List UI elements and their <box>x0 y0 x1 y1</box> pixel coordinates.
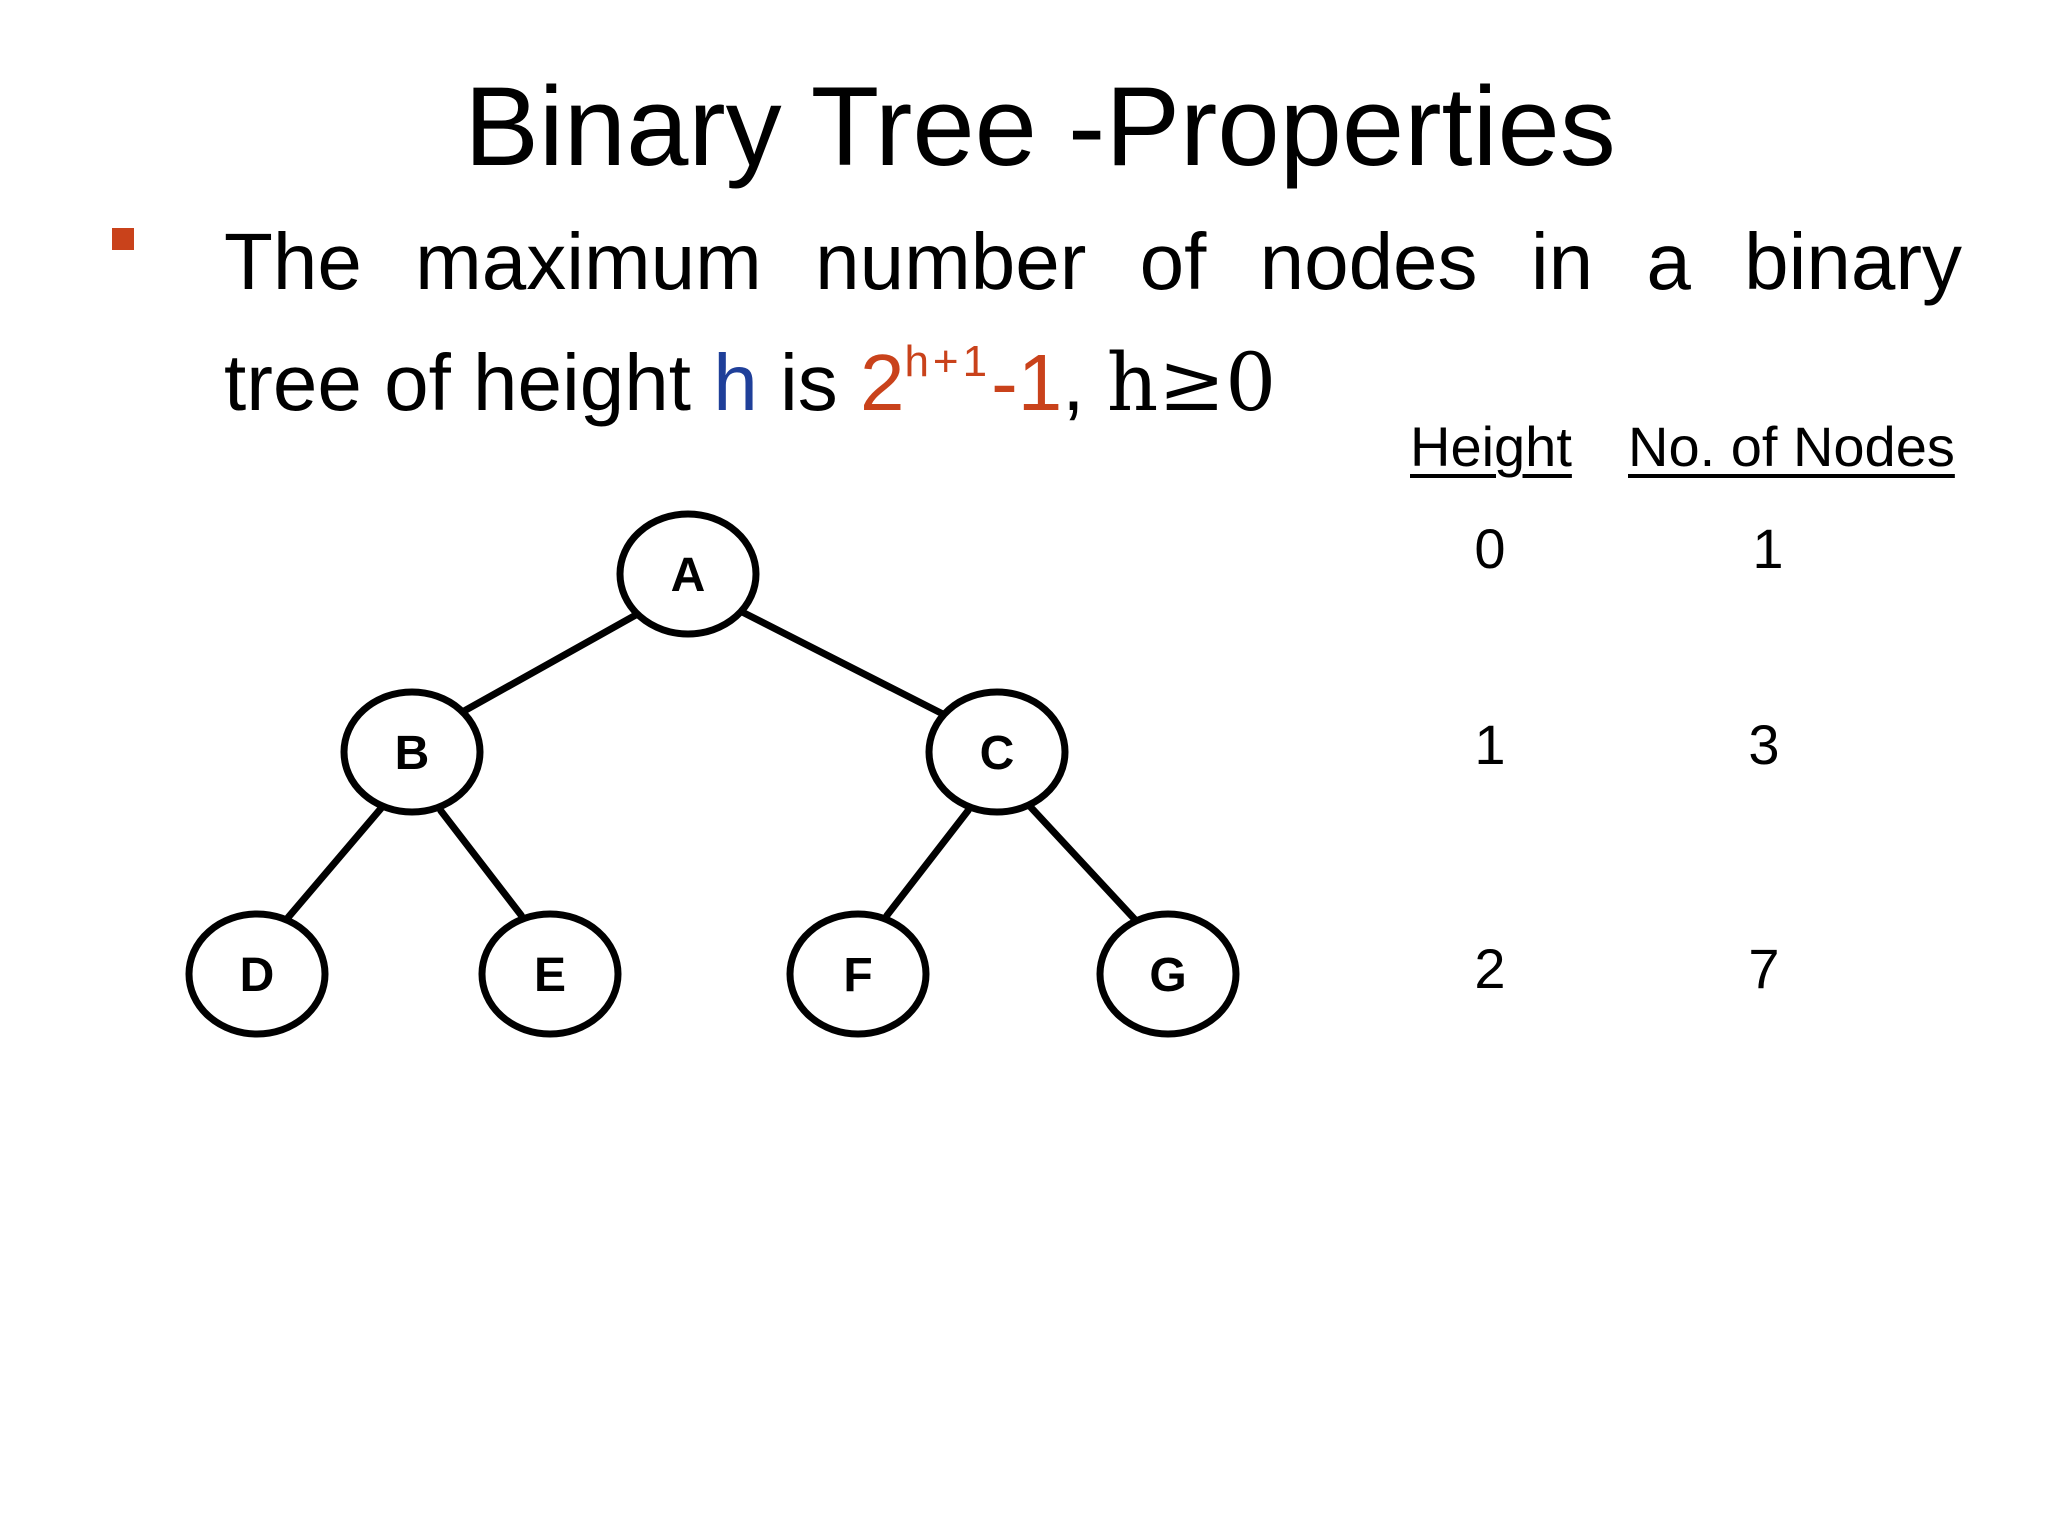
word: number <box>815 217 1087 306</box>
tree-node-A: A <box>616 510 760 638</box>
is-text: is <box>757 338 860 427</box>
bullet-text: The maximum number of nodes in a binary … <box>224 212 1962 433</box>
table-cell-nodes: 1 <box>1752 517 1784 580</box>
tree-node-circle <box>616 510 760 638</box>
formula-base: 2 <box>859 338 905 427</box>
tree-node-circle <box>185 910 329 1038</box>
tree-edge-B-E <box>437 807 525 919</box>
table-header-nodes: No. of Nodes <box>1628 415 1955 478</box>
tree-node-circle <box>478 910 622 1038</box>
tree-edge-B-D <box>284 805 385 921</box>
tree-node-C: C <box>925 688 1069 816</box>
formula-exponent: h+1 <box>904 337 992 386</box>
tree-node-G: G <box>1096 910 1240 1038</box>
tree-node-circle <box>925 688 1069 816</box>
height-variable: h <box>713 338 758 427</box>
table-cell-height: 2 <box>1474 937 1506 1000</box>
tree-node-circle <box>1096 910 1240 1038</box>
line2-prefix: tree of height <box>224 338 714 427</box>
bullet-marker <box>112 228 134 250</box>
tree-node-label: E <box>534 949 566 1002</box>
word: maximum <box>415 217 762 306</box>
tree-node-label: C <box>980 727 1015 780</box>
tree-edge-A-B <box>454 607 646 719</box>
tree-edge-C-F <box>883 806 972 920</box>
table-cell-nodes: 7 <box>1748 937 1780 1000</box>
slide-title: Binary Tree -Properties <box>464 64 1616 189</box>
table-cell-height: 1 <box>1474 713 1506 776</box>
tree-node-circle <box>786 910 930 1038</box>
bullet-line-1: The maximum number of nodes in a binary <box>224 212 1962 312</box>
word: The <box>224 217 362 306</box>
tree-node-label: B <box>395 727 430 780</box>
tree-node-circle <box>340 688 484 816</box>
formula: 2h+1-1 <box>859 337 1063 427</box>
table-cell-nodes: 3 <box>1748 713 1780 776</box>
tree-node-B: B <box>340 688 484 816</box>
word: in <box>1530 217 1594 306</box>
table-header-height: Height <box>1410 415 1572 478</box>
word: of <box>1139 217 1207 306</box>
tree-edge-A-C <box>731 604 954 722</box>
tree-edge-C-G <box>1026 803 1139 923</box>
tree-node-E: E <box>478 910 622 1038</box>
tree-node-label: A <box>671 549 706 602</box>
word: a <box>1646 217 1691 306</box>
word: nodes <box>1259 217 1478 306</box>
tree-node-label: F <box>843 949 872 1002</box>
tree-node-label: G <box>1149 949 1186 1002</box>
bullet-line-2: tree of height h is 2h+1-1, h≥0 <box>224 312 1962 433</box>
tree-node-F: F <box>786 910 930 1038</box>
word: binary <box>1744 217 1962 306</box>
condition: h≥0 <box>1106 336 1277 429</box>
formula-tail: -1 <box>991 338 1063 427</box>
comma: , <box>1062 338 1107 427</box>
tree-node-D: D <box>185 910 329 1038</box>
table-cell-height: 0 <box>1474 517 1506 580</box>
tree-node-label: D <box>240 949 275 1002</box>
